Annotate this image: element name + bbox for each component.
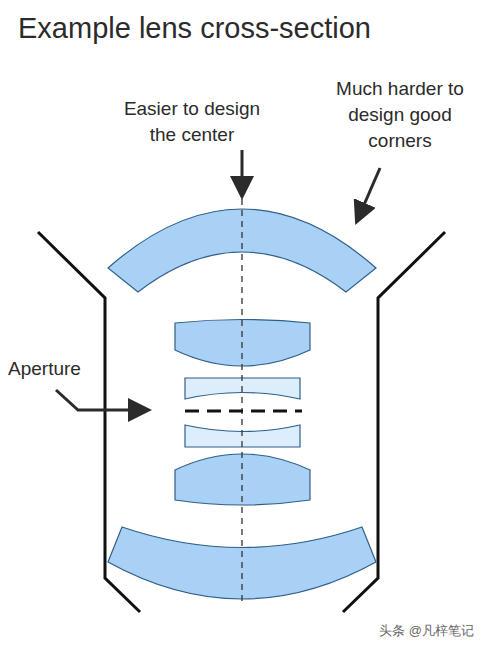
pointer-arrow xyxy=(56,390,140,410)
pointer-arrow xyxy=(241,150,244,188)
callout-label: Aperture xyxy=(8,358,81,380)
diagram-title: Example lens cross-section xyxy=(18,12,371,45)
optical-axis xyxy=(241,188,242,604)
watermark: 头条 @凡梓笔记 xyxy=(379,622,474,640)
callout-label: Easier to design the center xyxy=(110,96,274,148)
callout-label: Much harder to design good corners xyxy=(322,76,478,154)
pointer-arrow xyxy=(360,168,380,214)
aperture-line xyxy=(185,410,302,413)
